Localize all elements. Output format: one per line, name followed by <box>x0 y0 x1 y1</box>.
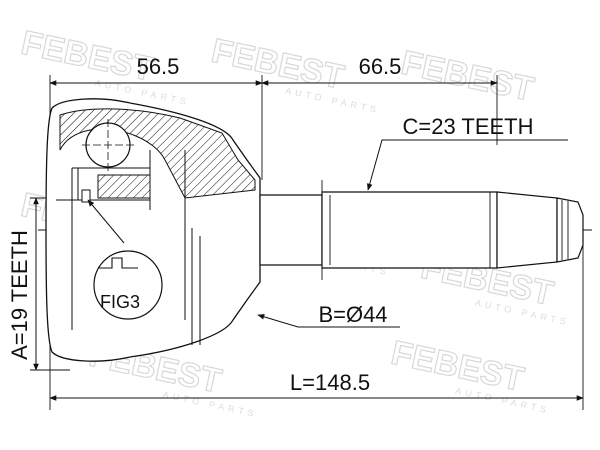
inner-spline-label: A=19 TEETH <box>7 230 32 360</box>
abs-diameter-leader <box>257 314 400 328</box>
fig3-label: FIG3 <box>100 292 140 312</box>
housing-length-label: 56.5 <box>137 54 180 79</box>
housing-section-hatch <box>59 108 256 199</box>
spline-detail-marker <box>81 189 91 203</box>
shaft-detail-lines <box>321 180 569 280</box>
fig3-spline-tooth <box>98 257 138 269</box>
total-length-label: L=148.5 <box>290 370 370 395</box>
abs-diameter-label: B=Ø44 <box>318 302 387 327</box>
hub-section-hatch <box>97 174 151 199</box>
fig3-leader <box>87 199 125 244</box>
outer-spline-leader <box>367 139 568 191</box>
drive-shaft <box>259 191 584 269</box>
watermark-brand: FEBEST <box>398 44 537 109</box>
watermark-brand: FEBEST <box>208 32 347 97</box>
outer-spline-label: C=23 TEETH <box>402 114 533 139</box>
shaft-length-label: 66.5 <box>359 54 402 79</box>
